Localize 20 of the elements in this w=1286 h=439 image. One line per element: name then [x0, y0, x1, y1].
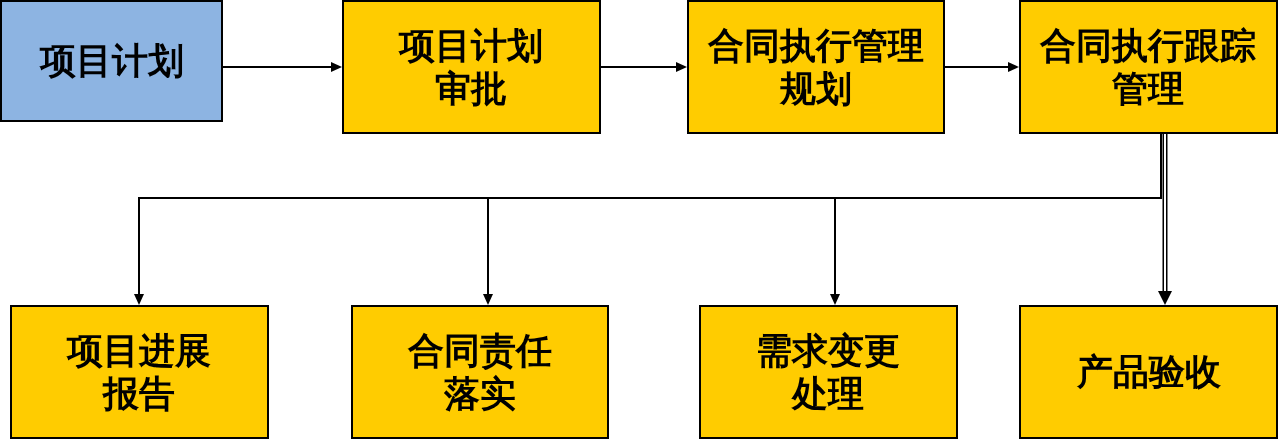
process-box	[351, 305, 609, 439]
double-arrow	[1158, 134, 1172, 305]
box-text: 项目进展报告	[65, 328, 213, 416]
box-text: 合同执行管理规划	[707, 23, 925, 111]
process-box	[699, 305, 958, 439]
process-box	[1019, 305, 1278, 439]
box-text: 产品验收	[1076, 350, 1221, 394]
box-text: 项目计划	[39, 39, 184, 83]
process-box	[1019, 0, 1278, 134]
arrow	[222, 62, 342, 72]
arrow	[944, 62, 1019, 72]
process-box	[687, 0, 945, 134]
process-box	[10, 305, 269, 439]
arrow	[600, 62, 687, 72]
box-text: 项目计划审批	[397, 23, 545, 111]
box-text: 需求变更处理	[755, 328, 902, 416]
box-text: 合同执行跟踪管理	[1039, 23, 1258, 111]
box-text: 合同责任落实	[407, 328, 553, 416]
process-box	[0, 0, 223, 122]
process-box	[342, 0, 601, 134]
